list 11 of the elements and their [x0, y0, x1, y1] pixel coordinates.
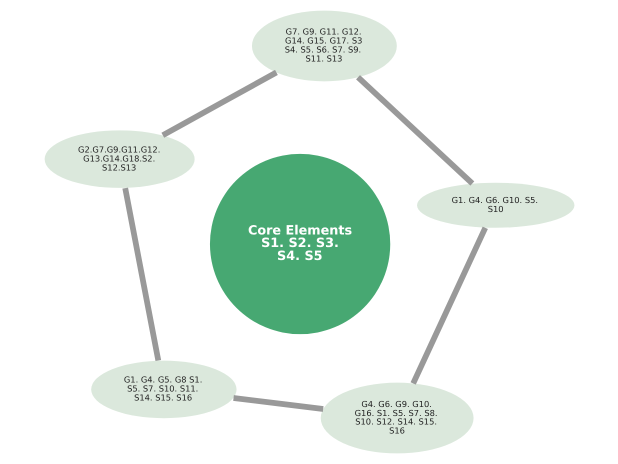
node-ellipse: G1. G4. G5. G8 S1. S5. S7. S10. S11. S14. S15. S16 [90, 360, 236, 418]
connector [232, 395, 324, 412]
node-ellipse: G7. G9. G11. G12. G14. G15. G17. S3 S4. S5. S6. S7. S9. S11. S13 [251, 10, 396, 82]
connector [410, 226, 488, 385]
connector [160, 70, 278, 138]
node-ellipse: G4. G6. G9. G10. G16. S1. S5. S7. S8. S10. S12. S14. S15. S16 [320, 382, 474, 454]
connector [122, 188, 161, 362]
node-ellipse: G1. G4. G6. G10. S5. S10 [416, 182, 574, 228]
connector [356, 75, 474, 186]
node-ellipse: G2.G7.G9.G11.G12. G13.G14.G18.S2. S12.S13 [44, 130, 194, 188]
node-circle: Core Elements S1. S2. S3. S4. S5 [209, 154, 390, 334]
